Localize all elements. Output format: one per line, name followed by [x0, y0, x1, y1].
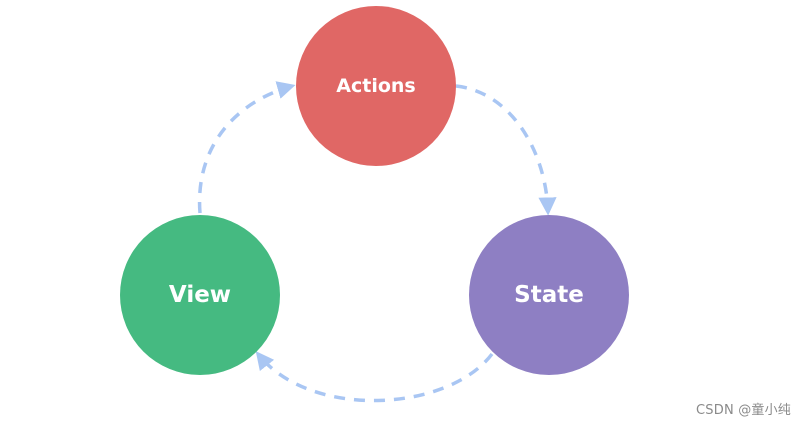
arrow-actions-to-state — [455, 84, 557, 216]
node-state-label: State — [514, 282, 584, 308]
node-state: State — [469, 215, 629, 375]
node-actions-label: Actions — [336, 75, 415, 97]
watermark-text: CSDN @童小纯 — [696, 403, 791, 418]
arrow-view-to-actions — [197, 81, 296, 214]
node-state-circle — [469, 215, 629, 375]
node-actions: Actions — [296, 6, 456, 166]
node-actions-circle — [296, 6, 456, 166]
arrow-state-to-view — [255, 351, 494, 403]
node-view-label: View — [169, 282, 231, 308]
node-view-circle — [120, 215, 280, 375]
node-view: View — [120, 215, 280, 375]
